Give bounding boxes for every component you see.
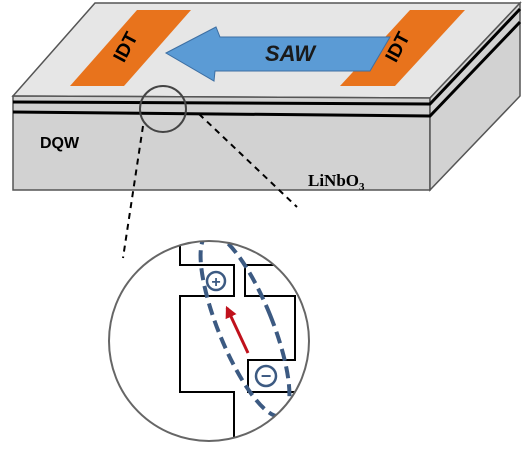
magnifier-circle [139, 85, 187, 133]
hole-charge: + [205, 270, 227, 292]
zoom-circle-border [108, 240, 310, 442]
substrate-side-face [429, 1, 521, 192]
connector-line-right [198, 113, 298, 208]
saw-arrow: SAW [164, 26, 391, 82]
plus-sign: + [211, 274, 220, 291]
dqw-layer-upper [12, 7, 522, 106]
substrate-label-subscript: 3 [359, 181, 365, 193]
exciton-ellipse [198, 241, 292, 419]
idt-left-pad [70, 10, 191, 86]
dqw-label: DQW [40, 135, 80, 152]
substrate-label: LiNbO3 [308, 171, 365, 193]
band-profile-right [244, 241, 296, 441]
saw-arrow-shape [164, 26, 391, 82]
idt-left: IDT [70, 10, 191, 86]
dipole-arrow [225, 305, 250, 354]
plus-icon [205, 270, 227, 292]
zoom-view: + − [108, 240, 310, 442]
minus-sign: − [261, 366, 272, 386]
electron-charge: − [254, 364, 278, 388]
connector-line-left [122, 125, 144, 259]
minus-icon [254, 364, 278, 388]
dqw-layer-lower [12, 20, 522, 118]
substrate-label-main: LiNbO [308, 171, 359, 190]
saw-label: SAW [265, 41, 317, 66]
